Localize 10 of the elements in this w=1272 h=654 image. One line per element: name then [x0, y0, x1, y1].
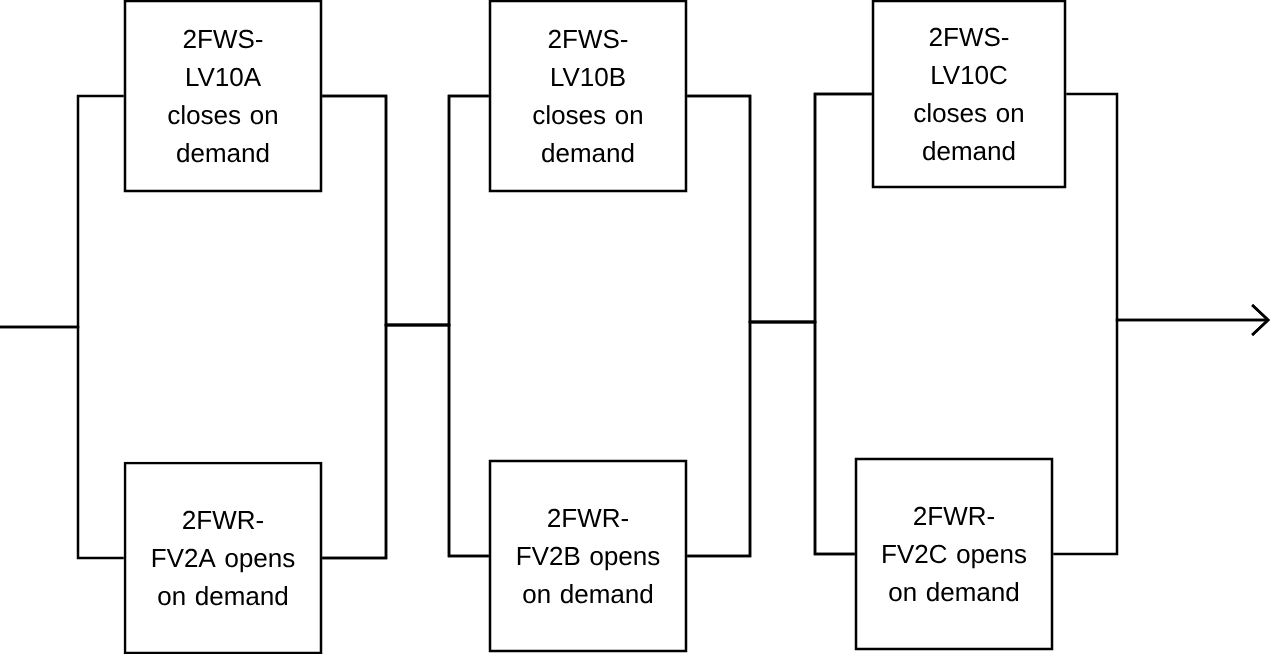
block-box: 2FWS- LV10C closes on demand: [871, 0, 1067, 189]
connector-line: [1053, 304, 1270, 556]
connector-line: [687, 320, 855, 558]
connector-line: [0, 325, 124, 560]
block-box: 2FWR- FV2C opens on demand: [854, 457, 1054, 651]
block-box: 2FWS- LV10A closes on demand: [123, 0, 323, 193]
connector-line: [322, 323, 489, 560]
block-box: 2FWR- FV2A opens on demand: [123, 461, 323, 654]
block-box: 2FWS- LV10B closes on demand: [488, 0, 688, 193]
block-box: 2FWR- FV2B opens on demand: [488, 459, 688, 653]
